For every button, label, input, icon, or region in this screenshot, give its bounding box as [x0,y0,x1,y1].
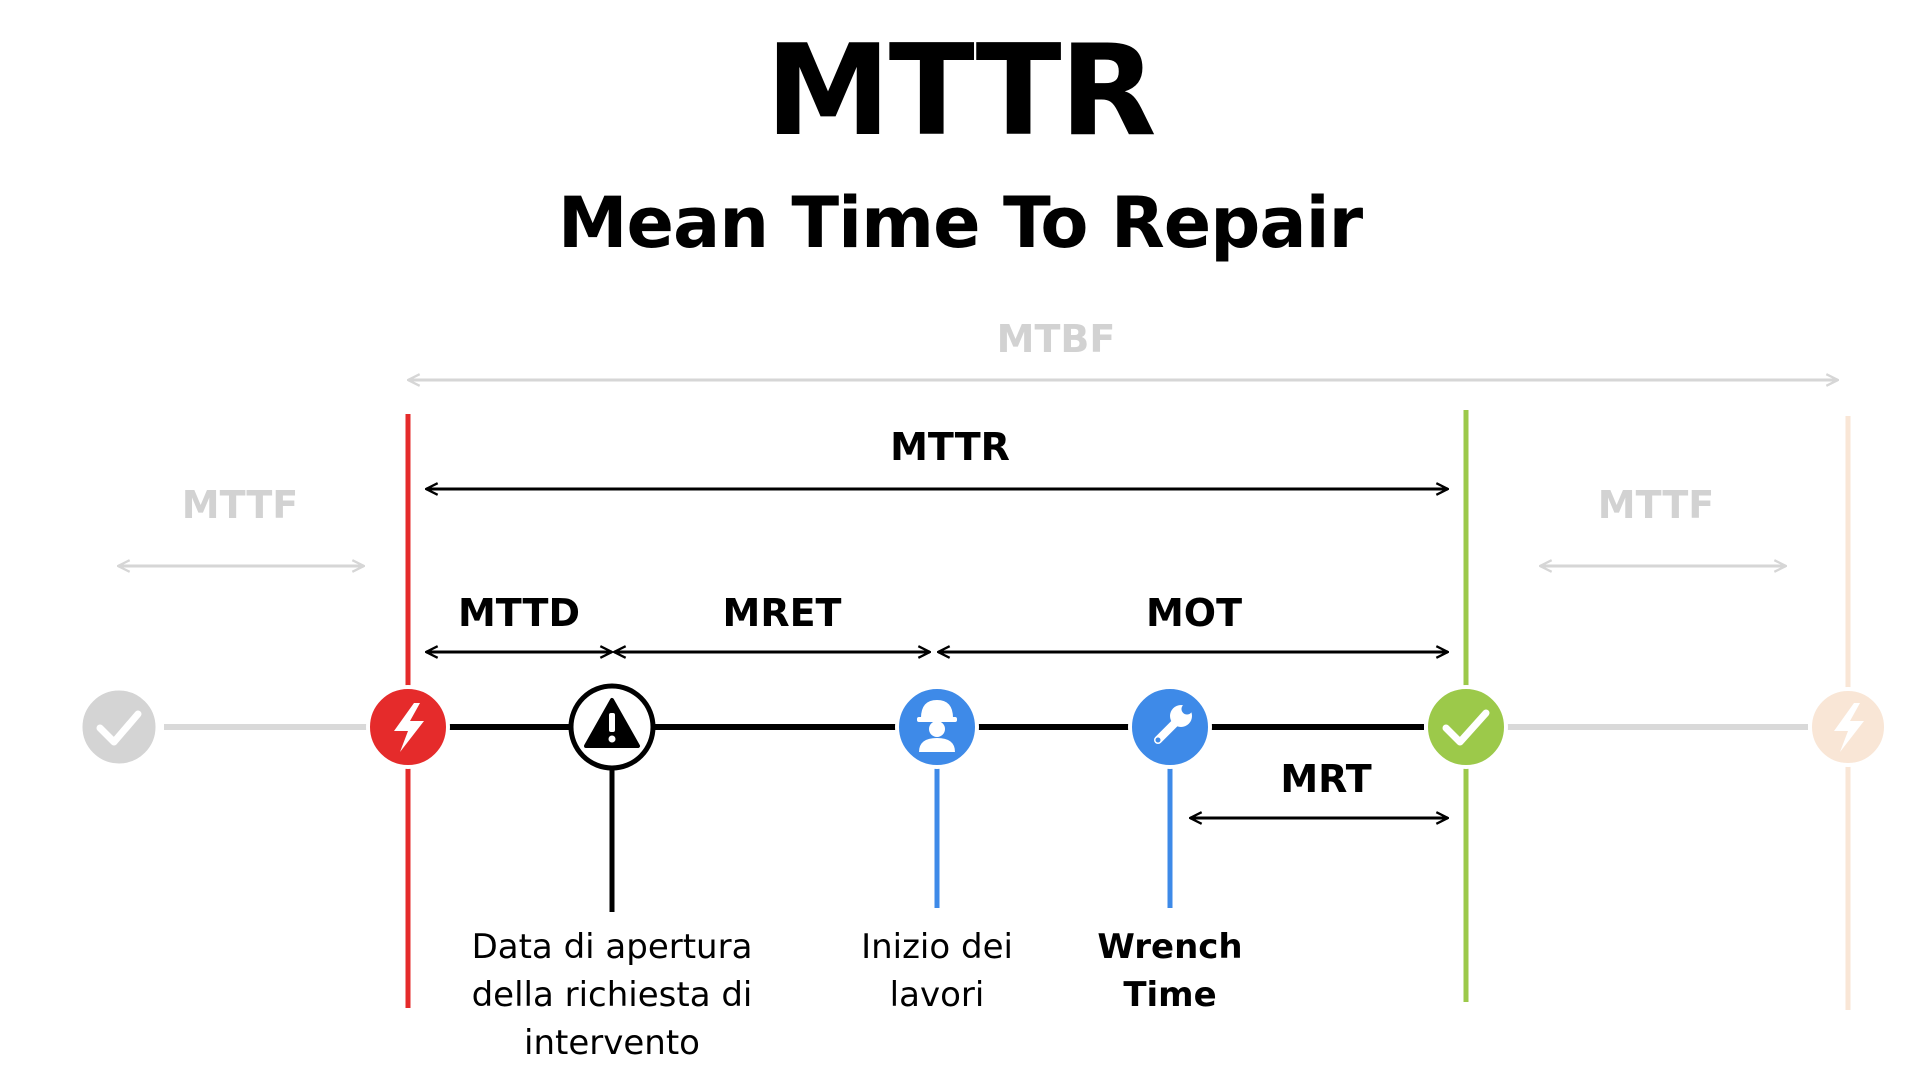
mtbf-label: MTBF [997,317,1116,361]
mttr-label: MTTR [890,425,1010,469]
work-start-line-2: lavori [890,975,985,1015]
page-title: MTTR [765,17,1156,164]
wrench-icon [1128,685,1212,769]
mot-label: MOT [1146,591,1242,635]
ticket-open-caption: Data di apertura della richiesta di inte… [472,927,753,1063]
faded-lightning-icon [1808,687,1888,767]
ticket-open-line-3: intervento [524,1023,700,1063]
mttf-right-label: MTTF [1598,483,1715,527]
warning-icon [568,683,656,771]
work-start-caption: Inizio dei lavori [861,927,1013,1015]
wrench-time-caption: Wrench Time [1097,927,1242,1015]
mret-label: MRET [723,591,842,635]
mttd-label: MTTD [458,591,580,635]
lightning-icon [366,685,450,769]
ticket-open-line-2: della richiesta di [472,975,753,1015]
check-icon [1424,685,1508,769]
mrt-label: MRT [1280,757,1371,801]
work-start-line-1: Inizio dei [861,927,1013,967]
ticket-open-line-1: Data di apertura [472,927,753,967]
faded-check-icon [79,687,159,767]
wrench-time-line-2: Time [1123,975,1216,1015]
wrench-time-line-1: Wrench [1097,927,1242,967]
page-subtitle: Mean Time To Repair [557,182,1363,264]
worker-icon [895,685,979,769]
mttf-left-label: MTTF [182,483,299,527]
